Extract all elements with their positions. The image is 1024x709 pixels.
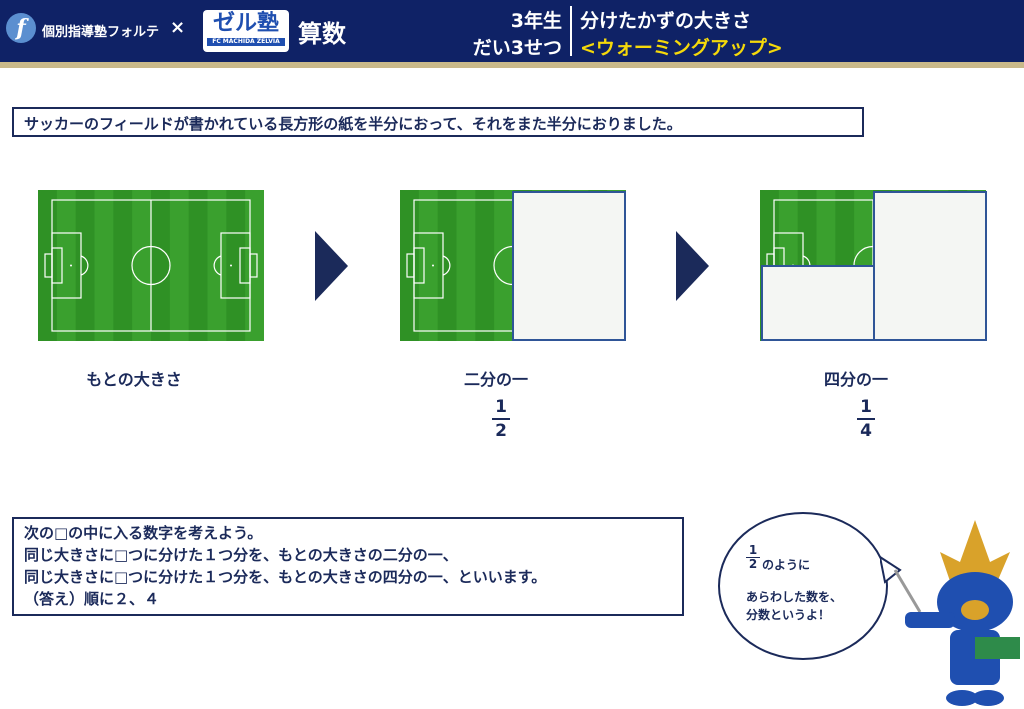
- lesson-title: 分けたかずの大きさ: [580, 10, 752, 32]
- folded-half-overlay: [512, 191, 626, 341]
- lesson-subtitle: <ウォーミングアップ>: [580, 37, 783, 59]
- header-separator: [570, 6, 572, 56]
- grade-label: 3年生: [510, 10, 562, 32]
- field-original: [38, 190, 264, 341]
- folded-quarter-overlay-bottom: [761, 265, 875, 341]
- answer-box: 次の□の中に入る数字を考えよう。 同じ大きさに□つに分けた１つ分を、もとの大きさ…: [12, 517, 684, 616]
- caption-half: 二分の一: [463, 370, 528, 389]
- header-bar: [0, 0, 1024, 62]
- forte-logo: f: [6, 13, 36, 43]
- mascot-illustration: [880, 520, 1020, 706]
- header-divider: [0, 62, 1024, 68]
- caption-original: もとの大きさ: [86, 370, 182, 389]
- caption-quarter: 四分の一: [823, 370, 888, 389]
- subject-label: 算数: [298, 20, 346, 48]
- answer-line: （答え）順に２、４: [24, 590, 160, 608]
- bubble-text: あらわした数を、: [746, 590, 843, 604]
- bubble-text: のように: [762, 558, 811, 572]
- answer-line: 同じ大きさに□つに分けた１つ分を、もとの大きさの二分の一、: [24, 546, 458, 564]
- arrow-right-icon: [676, 231, 709, 301]
- bubble-text: 分数というよ！: [746, 608, 831, 622]
- answer-line: 次の□の中に入る数字を考えよう。: [24, 524, 263, 542]
- answer-line: 同じ大きさに□つに分けた１つ分を、もとの大きさの四分の一、といいます。: [24, 568, 547, 586]
- brand-name: 個別指導塾フォルテ: [42, 25, 160, 40]
- cross-mark: ×: [170, 17, 186, 38]
- unit-label: だい3せつ: [472, 37, 562, 59]
- question-box: サッカーのフィールドが書かれている長方形の紙を半分におって、それをまた半分におり…: [12, 107, 864, 137]
- folded-quarter-overlay-right: [873, 191, 987, 341]
- arrow-right-icon: [315, 231, 348, 301]
